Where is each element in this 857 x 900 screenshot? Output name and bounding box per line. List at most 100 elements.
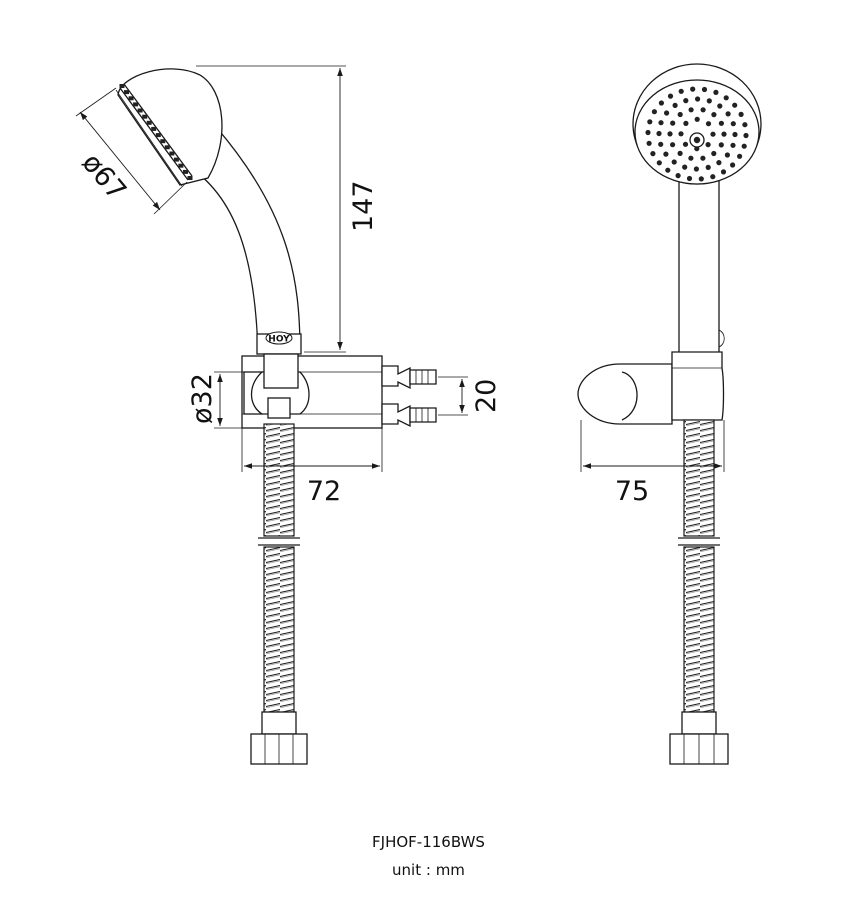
dim-label-inlet-spacing: 20 (471, 379, 502, 413)
nozzle-hole (705, 121, 712, 127)
front-handle (678, 177, 720, 354)
nozzle-hole (694, 116, 700, 122)
side-nozzle (173, 157, 179, 162)
nozzle-hole (683, 98, 689, 104)
nozzle-hole (698, 176, 704, 182)
nozzle-hole (678, 88, 684, 94)
nozzle-hole (656, 160, 662, 166)
nozzle-hole (645, 129, 651, 136)
nozzle-hole (690, 86, 696, 92)
dim-side-width: 72 (241, 428, 383, 507)
nozzle-hole (650, 151, 656, 157)
nozzle-hole (682, 164, 688, 170)
nozzle-hole (700, 107, 706, 113)
brand-logo: HOY (265, 331, 293, 345)
dim-label-head-diameter: ø67 (76, 148, 132, 207)
nozzle-hole (678, 131, 684, 137)
side-nozzle (169, 151, 175, 156)
side-nozzle (142, 114, 148, 119)
nozzle-hole (713, 89, 719, 95)
nozzle-hole (710, 174, 716, 180)
nozzle-hole (701, 86, 708, 93)
nozzle-hole (716, 160, 722, 166)
front-nozzle-grid (645, 86, 749, 182)
nozzle-hole (730, 121, 736, 127)
dim-inlet-spacing: 20 (438, 376, 502, 416)
front-hose-break (678, 537, 720, 546)
nozzle-hole (737, 153, 743, 159)
nozzle-hole (720, 169, 727, 175)
nozzle-hole (718, 142, 724, 148)
nozzle-hole (663, 151, 669, 157)
nozzle-hole (738, 111, 744, 117)
front-hose-lower (683, 546, 715, 714)
side-head (117, 68, 223, 186)
nozzle-hole (695, 96, 701, 102)
side-nozzle (164, 145, 170, 150)
dim-label-height: 147 (348, 180, 379, 232)
nozzle-hole (710, 131, 716, 137)
nozzle-hole (656, 130, 662, 137)
front-view (577, 63, 762, 765)
nozzle-hole (688, 107, 694, 113)
side-nozzle (128, 96, 134, 101)
front-head-face (634, 79, 760, 185)
nozzle-hole (682, 141, 689, 147)
unit-note: unit : mm (392, 861, 465, 879)
nozzle-hole (730, 162, 736, 168)
nozzle-hole (730, 142, 736, 148)
side-nozzle (183, 169, 188, 174)
nozzle-hole (672, 102, 678, 108)
nozzle-hole (743, 132, 749, 139)
side-hose-lower (263, 546, 295, 714)
side-nozzle (155, 133, 161, 138)
front-holder-body (577, 363, 673, 425)
front-hose-upper (683, 419, 715, 537)
nozzle-hole (658, 120, 664, 126)
nozzle-hole (658, 141, 664, 147)
nozzle-hole (647, 119, 653, 125)
nozzle-hole (742, 122, 748, 128)
nozzle-hole (711, 150, 717, 157)
nozzle-hole (667, 93, 674, 99)
nozzle-hole (706, 98, 712, 104)
front-holder-clip (671, 351, 725, 421)
dim-label-holder-diameter: ø32 (187, 373, 218, 424)
side-view: HOY (115, 68, 437, 765)
nozzle-hole (725, 111, 731, 117)
nozzle-hole (677, 150, 683, 156)
side-nozzle (187, 176, 193, 180)
side-nozzle (146, 120, 152, 125)
side-nozzle (119, 84, 125, 88)
side-hose-break (258, 537, 300, 546)
side-nozzle (137, 108, 143, 113)
dim-holder-diameter: ø32 (187, 371, 244, 429)
dim-label-front-width: 75 (615, 476, 649, 507)
nozzle-hole (721, 131, 727, 137)
nozzle-hole (683, 120, 689, 126)
nozzle-hole (732, 102, 738, 108)
nozzle-hole (671, 159, 677, 165)
nozzle-hole (675, 173, 681, 179)
nozzle-hole (705, 142, 711, 148)
nozzle-hole (646, 140, 652, 146)
nozzle-hole (667, 131, 673, 137)
dim-label-side-width: 72 (307, 476, 341, 507)
side-hose-upper (263, 423, 295, 537)
side-nozzle (124, 90, 129, 95)
wall-plug-top (381, 365, 437, 390)
front-hose-ferrule (681, 711, 717, 735)
nozzle-hole (658, 100, 665, 106)
nozzle-hole (677, 111, 683, 118)
dim-front-width: 75 (580, 420, 725, 507)
nozzle-hole (700, 155, 706, 161)
nozzle-hole (670, 142, 676, 148)
nozzle-hole (711, 112, 717, 118)
nozzle-hole (686, 175, 693, 182)
nozzle-hole (665, 167, 671, 173)
nozzle-hole (724, 152, 731, 158)
side-hose-ferrule (261, 711, 297, 735)
nozzle-hole (732, 131, 738, 138)
side-nozzle (160, 139, 166, 144)
